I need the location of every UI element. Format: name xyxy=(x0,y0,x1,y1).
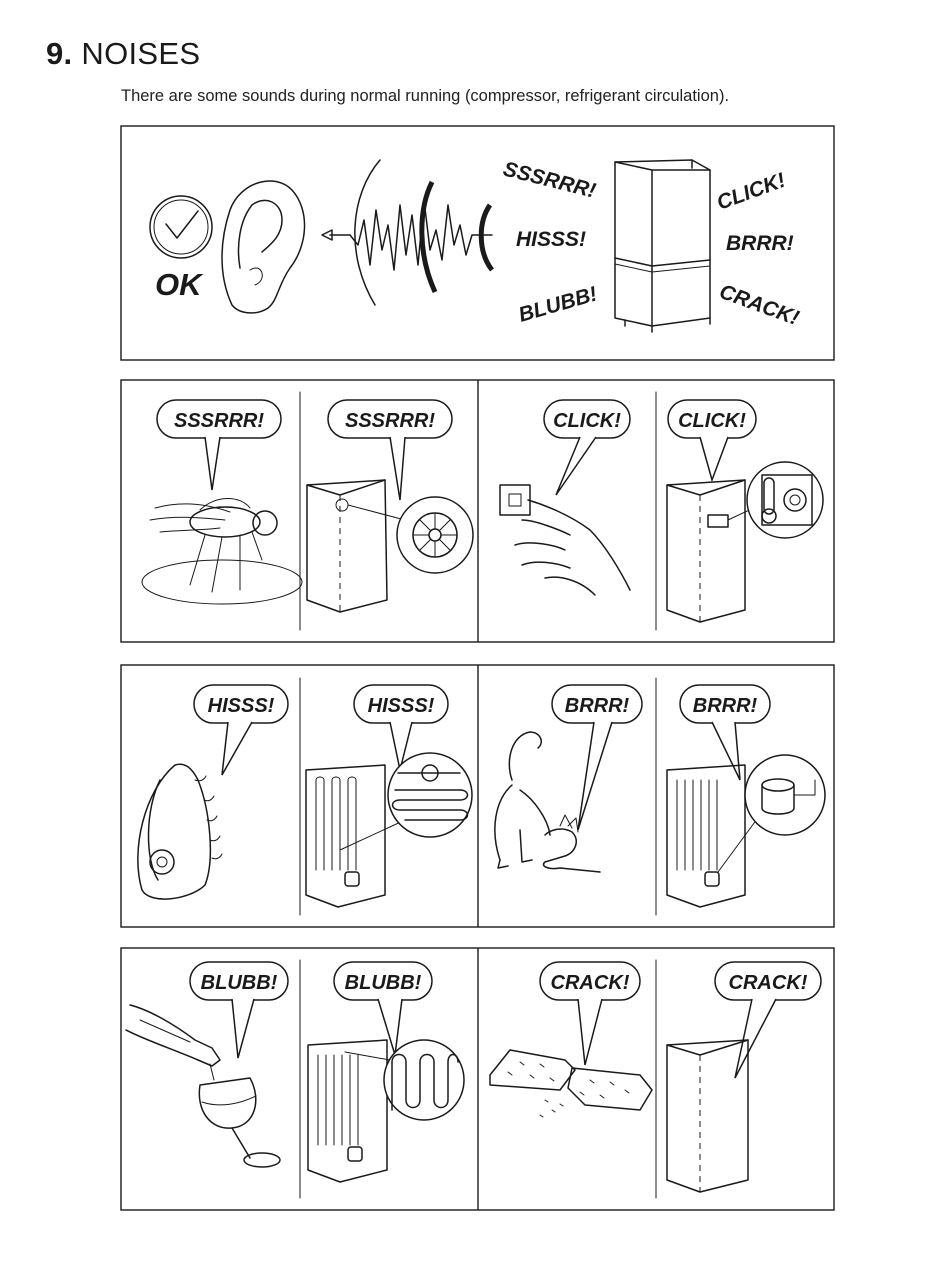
panel-hisss-left: HISSS! xyxy=(137,684,289,900)
thermostat-icon xyxy=(746,461,824,539)
fridge-icon xyxy=(614,159,711,333)
bubble-crack-left: CRACK! xyxy=(551,972,630,994)
iron-icon xyxy=(137,763,223,900)
bubble-blubb-right: BLUBB! xyxy=(345,972,422,994)
cracker-icon xyxy=(489,1049,653,1118)
bubble-brrr-right: BRRR! xyxy=(693,695,758,717)
panel-sssrrr-left: SSSRRR! xyxy=(141,399,303,605)
section-number: 9. xyxy=(46,36,73,71)
row-3: BLUBB! BLUBB! xyxy=(120,947,835,1211)
panel-blubb-right: BLUBB! xyxy=(307,961,465,1183)
wine-bottle-icon xyxy=(125,1004,221,1067)
bubble-sssrrr-left: SSSRRR! xyxy=(174,410,264,432)
hero-panel: OK SSSRRR! HISSS! BLUBB! CLICK! BRRR! CR… xyxy=(120,125,835,361)
bubble-brrr-left: BRRR! xyxy=(565,695,630,717)
panel-click-left: CLICK! xyxy=(499,399,631,596)
bubble-hisss-right: HISSS! xyxy=(368,695,435,717)
panel-hisss-right: HISSS! xyxy=(305,684,473,908)
bubble-click-right: CLICK! xyxy=(678,410,746,432)
section-title: 9. NOISES xyxy=(46,36,200,72)
compressor-icon xyxy=(744,754,826,836)
hero-sound-sssrrr: SSSRRR! xyxy=(501,158,598,203)
sound-wave-icon xyxy=(321,159,495,306)
row-1: SSSRRR! SSSRRR! xyxy=(120,379,835,643)
panel-sssrrr-right: SSSRRR! xyxy=(306,399,474,613)
section-name: NOISES xyxy=(81,36,201,71)
panel-brrr-left: BRRR! xyxy=(494,684,643,873)
bubble-click-left: CLICK! xyxy=(553,410,621,432)
coil-icon xyxy=(383,1039,465,1121)
checkmark-icon xyxy=(149,195,213,259)
panel-crack-left: CRACK! xyxy=(489,961,653,1118)
panel-brrr-right: BRRR! xyxy=(666,684,826,908)
panel-crack-right: CRACK! xyxy=(666,961,822,1193)
wine-glass-icon xyxy=(198,1077,281,1168)
hero-sound-crack: CRACK! xyxy=(716,280,802,330)
hero-sound-click: CLICK! xyxy=(714,169,789,215)
intro-text: There are some sounds during normal runn… xyxy=(121,87,730,105)
fridge-icon xyxy=(666,1039,749,1193)
panel-blubb-left: BLUBB! xyxy=(125,961,289,1168)
row-2: HISSS! HISSS! xyxy=(120,664,835,928)
ear-icon xyxy=(221,180,306,314)
coil-icon xyxy=(387,752,473,838)
hand-icon xyxy=(514,499,631,596)
panel-click-right: CLICK! xyxy=(666,399,824,623)
hero-sound-blubb: BLUBB! xyxy=(516,283,600,327)
ok-label: OK xyxy=(155,267,204,302)
fly-icon xyxy=(141,498,303,605)
bubble-sssrrr-right: SSSRRR! xyxy=(345,410,435,432)
cat-icon xyxy=(494,731,601,873)
bubble-hisss-left: HISSS! xyxy=(208,695,275,717)
hero-sound-brrr: BRRR! xyxy=(726,232,794,255)
bubble-blubb-left: BLUBB! xyxy=(201,972,278,994)
hero-sound-hisss: HISSS! xyxy=(516,228,586,251)
bubble-crack-right: CRACK! xyxy=(729,972,808,994)
fan-icon xyxy=(396,496,474,574)
